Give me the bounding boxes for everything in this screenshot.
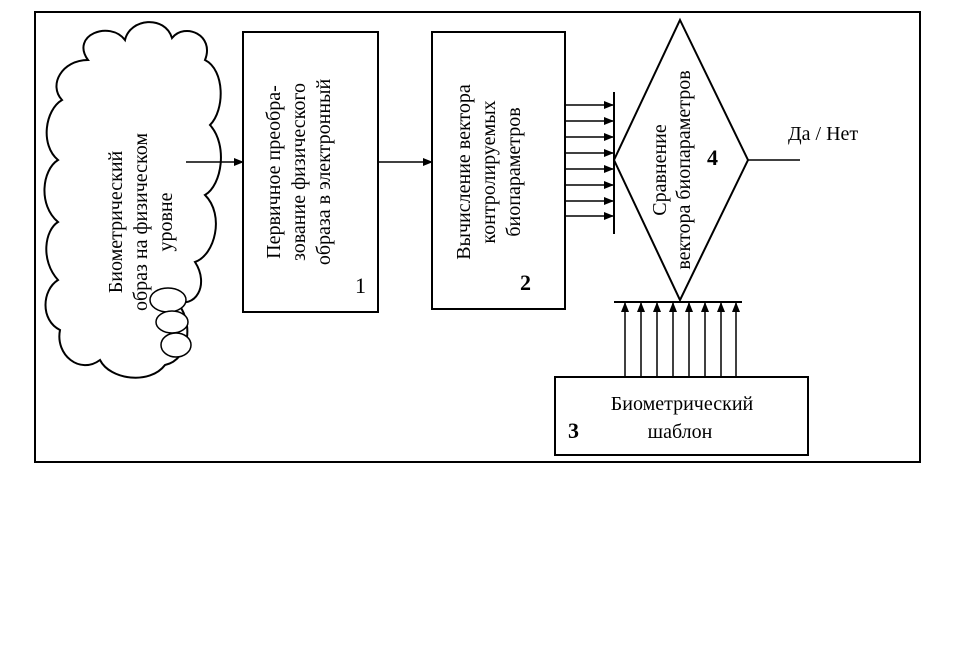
- output-label: Да / Нет: [788, 123, 858, 145]
- block1-box: [242, 31, 379, 313]
- block3-box: [554, 376, 809, 456]
- block4-number: 4: [707, 145, 718, 170]
- block4-line-1: Сравнение: [649, 124, 671, 216]
- block1-label: Первичное преобра- зование физического о…: [263, 79, 335, 266]
- block3-line-2: шаблон: [648, 421, 713, 443]
- block4-label: Сравнение вектора биопараметров: [649, 70, 695, 269]
- cloud-label-line-1: Биометрический: [105, 150, 127, 293]
- block1-line-3: образа в электронный: [313, 79, 335, 266]
- block1-line-2: зование физического: [288, 83, 310, 261]
- cloud-shape: [43, 21, 222, 379]
- template-arrows-vertical: [614, 301, 742, 377]
- block4-line-2: вектора биопараметров: [673, 70, 695, 269]
- block3-number: 3: [568, 418, 579, 443]
- block2-line-3: биопараметров: [503, 107, 525, 236]
- block1-line-1: Первичное преобра-: [263, 85, 285, 259]
- block3-line-1: Биометрический: [611, 393, 754, 415]
- block2-label: Вычисление вектора контролируемых биопар…: [453, 84, 525, 260]
- cloud-label-line-3: уровне: [155, 192, 177, 251]
- block2-line-1: Вычисление вектора: [453, 84, 475, 260]
- block2-number: 2: [520, 270, 531, 295]
- vector-arrows-horizontal: [565, 92, 615, 234]
- cloud-label-line-2: образ на физическом: [130, 133, 152, 311]
- block2-box: [431, 31, 566, 310]
- outer-frame: [34, 11, 921, 463]
- block2-line-2: контролируемых: [478, 100, 500, 243]
- cloud-label: Биометрический образ на физическом уровн…: [105, 133, 177, 311]
- block1-number: 1: [355, 273, 366, 298]
- block4-diamond: [612, 17, 750, 303]
